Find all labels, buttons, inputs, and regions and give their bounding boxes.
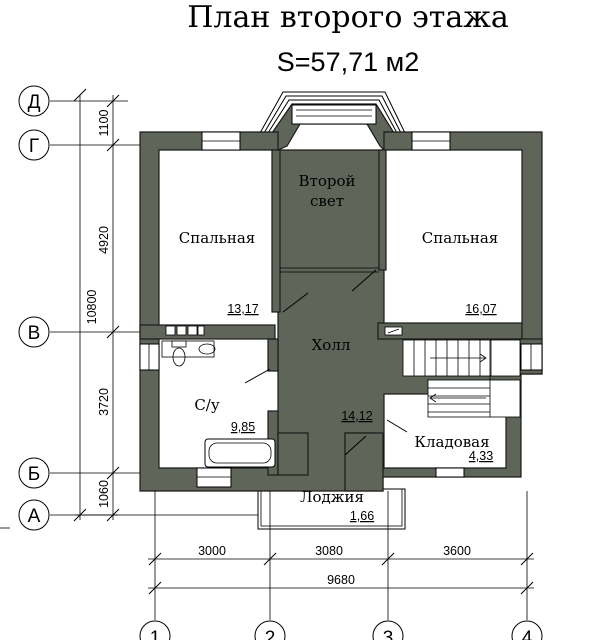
left-dimension-chains: 10800 1100 4920 3720 1060 [73, 88, 120, 522]
room-area-loggia: 1,66 [350, 509, 374, 523]
room-labels: Спальная 13,17 Второй свет Спальная 16,0… [179, 172, 499, 523]
plan-title: План второго этажа [187, 0, 509, 35]
room-area-storage: 4,33 [469, 449, 493, 463]
axis-bubble-1 [139, 620, 171, 640]
axis-label-g: Г [29, 136, 39, 157]
bay-window-outline [259, 91, 406, 134]
dim-horizontal-1: 3000 [198, 544, 226, 558]
axis-label-1: 1 [150, 628, 161, 640]
window-stair [520, 343, 543, 371]
axis-label-v: В [28, 323, 41, 344]
dim-horizontal-total: 9680 [327, 573, 355, 587]
dim-horizontal-2: 3080 [315, 544, 343, 558]
window-storage [435, 467, 465, 478]
axis-label-3: 3 [383, 628, 394, 640]
total-area-label: S=57,71 м2 [277, 47, 419, 77]
room-name-bathroom: С/у [194, 396, 220, 414]
axis-label-a: А [28, 506, 41, 527]
toilet-icon [172, 347, 186, 367]
room-area-bedroom-right: 16,07 [465, 302, 496, 316]
window-bathroom-side [139, 343, 160, 371]
staircase [402, 339, 521, 418]
room-name-bedroom-left: Спальная [179, 229, 256, 247]
room-name-second-light-line2: свет [310, 192, 344, 210]
letter-axes: Д Г В Б А [0, 85, 265, 531]
room-name-storage: Кладовая [414, 433, 489, 451]
axis-label-d: Д [28, 92, 41, 113]
axis-bubble-a [18, 499, 50, 531]
room-name-hall: Холл [312, 336, 351, 354]
dim-vertical-1: 1100 [97, 110, 111, 137]
dim-vertical-total: 10800 [85, 290, 99, 325]
axis-label-4: 4 [522, 628, 533, 640]
axis-bubble-v [18, 316, 50, 348]
sink-icon [198, 343, 216, 355]
dim-vertical-4: 1060 [97, 480, 111, 508]
axis-label-b: Б [28, 464, 40, 485]
bathtub-icon [204, 438, 276, 468]
dim-vertical-2: 4920 [97, 226, 111, 254]
room-area-bathroom: 9,85 [231, 420, 255, 434]
room-name-second-light-line1: Второй [299, 172, 356, 190]
room-name-bedroom-right: Спальная [422, 229, 499, 247]
room-name-loggia: Лоджия [300, 488, 364, 506]
dim-horizontal-3: 3600 [443, 544, 471, 558]
axis-bubble-b [18, 457, 50, 489]
axis-bubble-2 [254, 620, 286, 640]
window-bathroom [196, 467, 232, 488]
bottom-dimension-chains: 3000 3080 3600 9680 1 2 3 4 [139, 491, 543, 640]
room-area-hall: 14,12 [341, 409, 372, 423]
axis-bubble-4 [511, 620, 543, 640]
dim-vertical-3: 3720 [97, 388, 111, 416]
axis-bubble-g [18, 129, 50, 161]
axis-bubble-d [18, 85, 50, 117]
bathroom-counter [161, 340, 215, 358]
bathroom-fixtures [161, 325, 276, 468]
axis-bubble-3 [372, 620, 404, 640]
room-area-bedroom-left: 13,17 [227, 302, 258, 316]
axis-label-2: 2 [265, 628, 276, 640]
building [139, 91, 543, 530]
